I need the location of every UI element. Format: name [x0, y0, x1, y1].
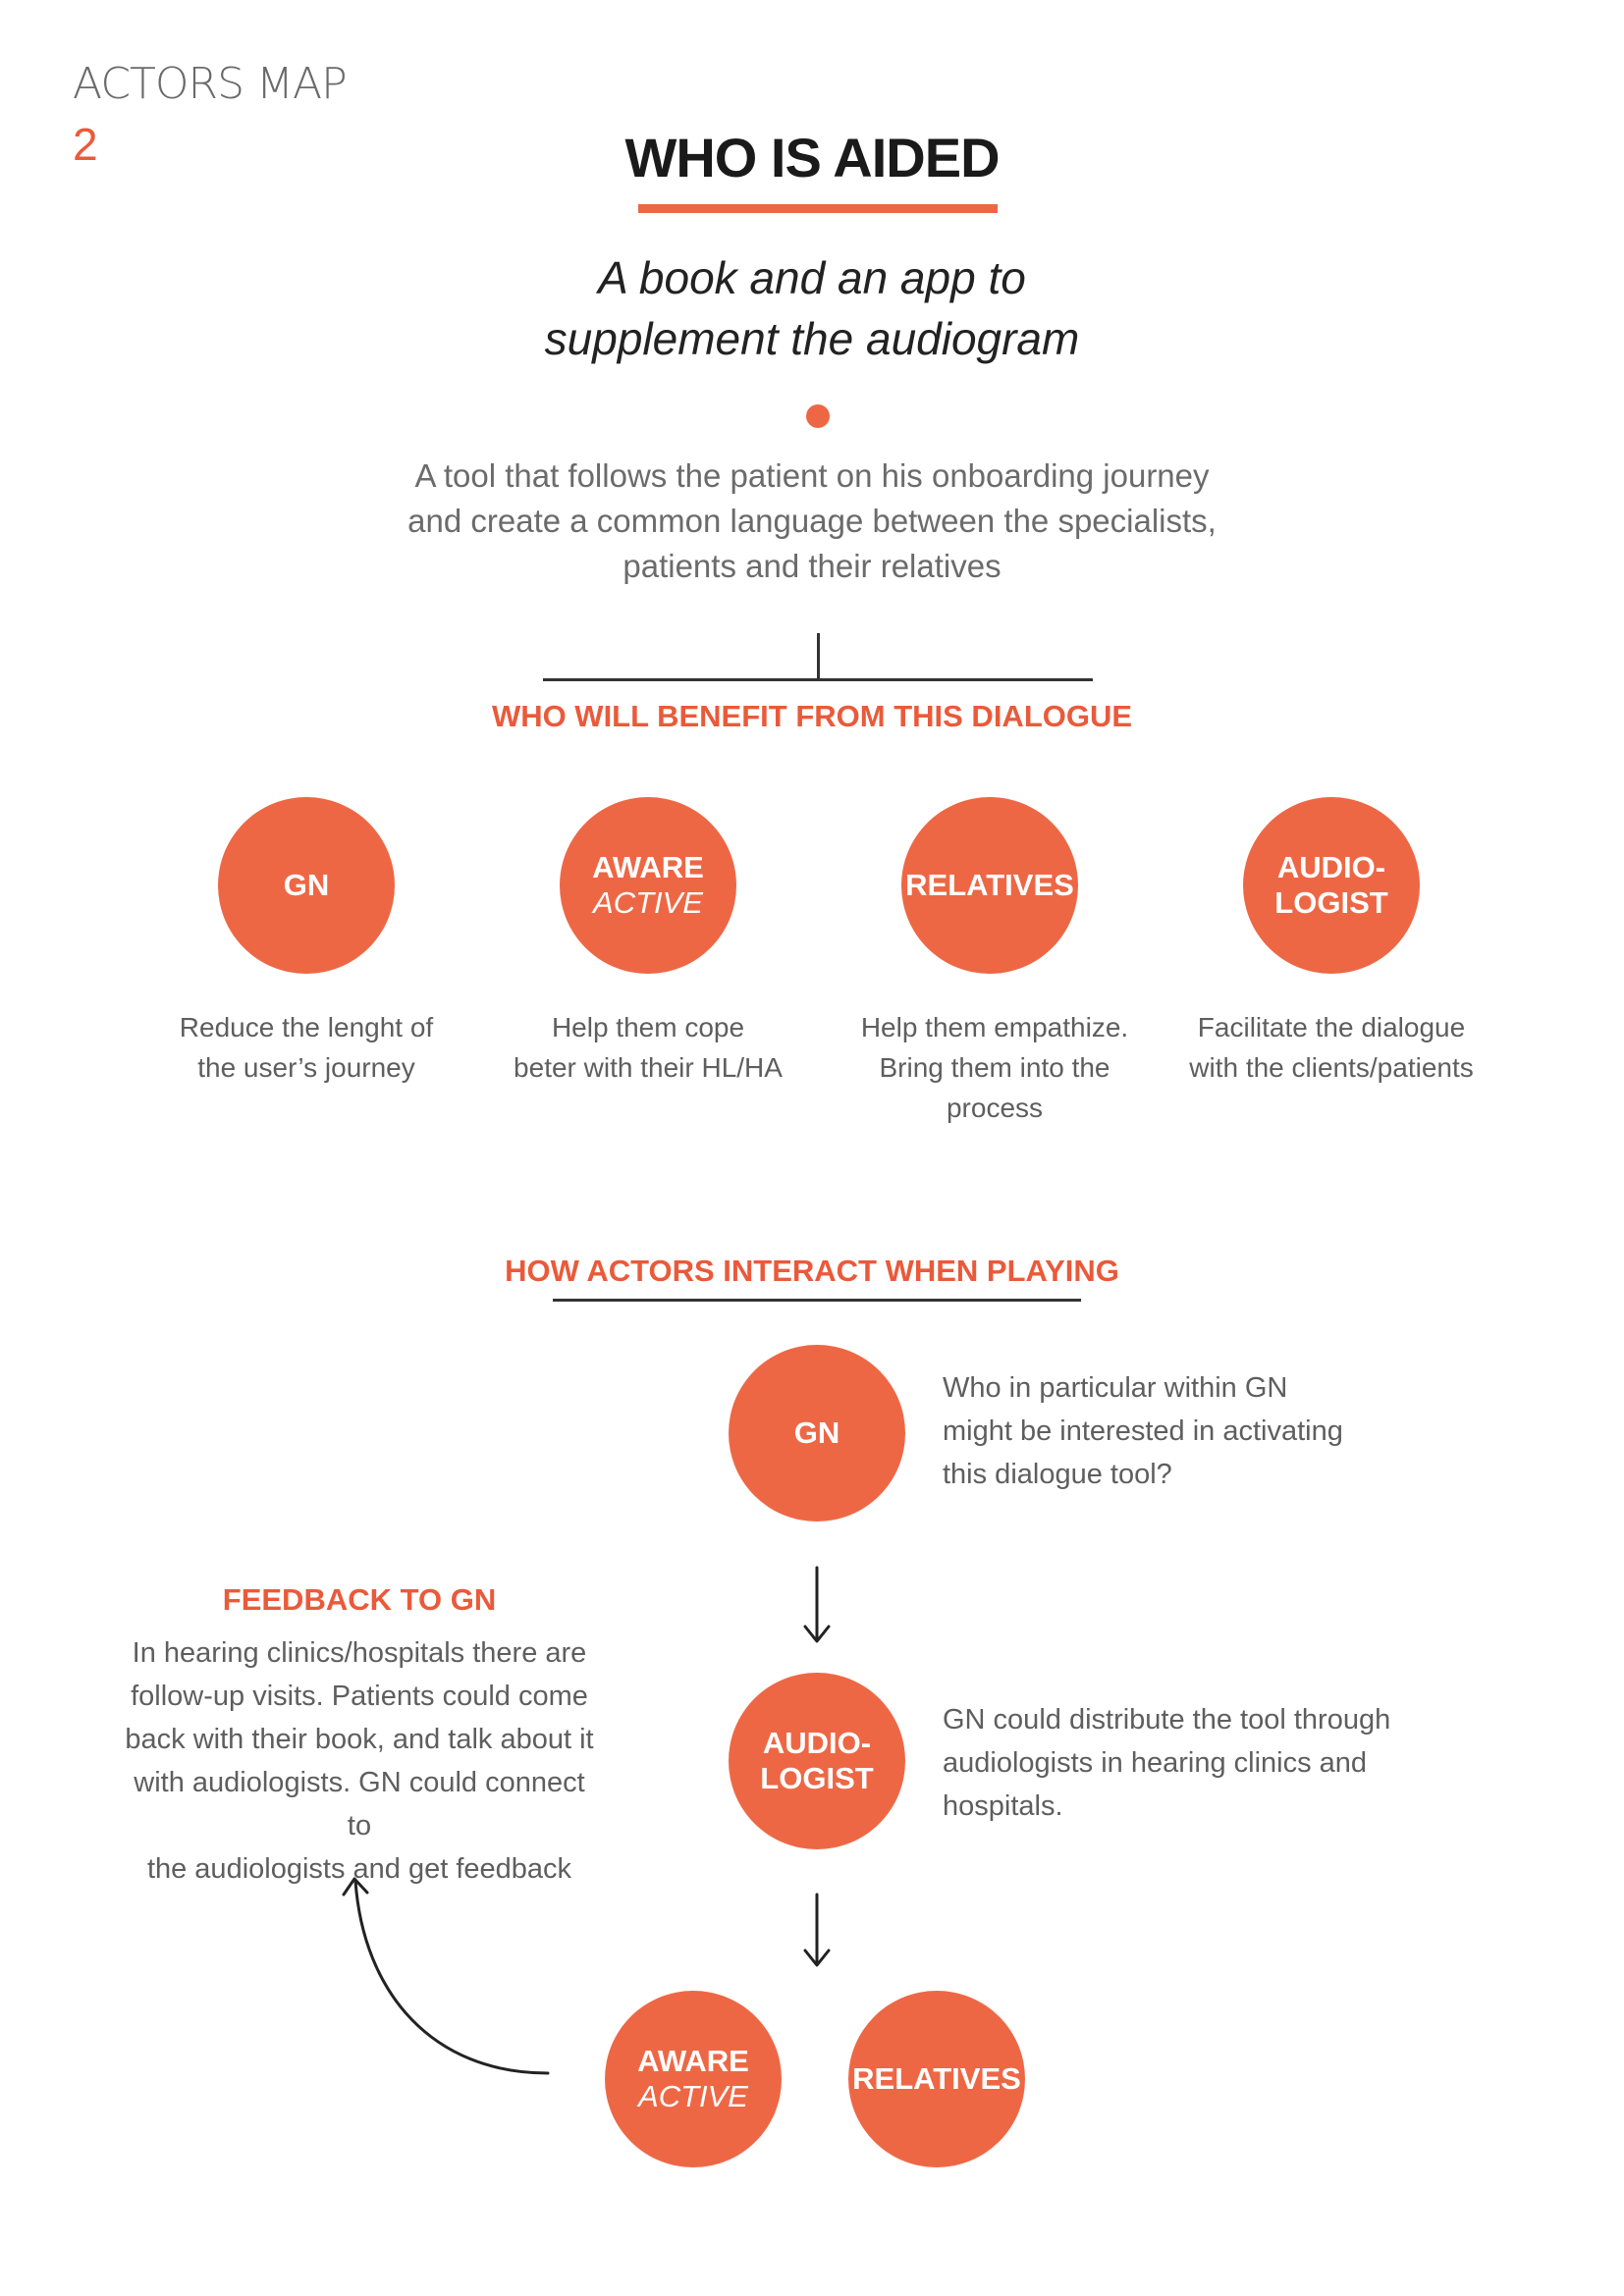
page-number: 2: [73, 119, 98, 170]
actor-circle-aware-active: AWARE ACTIVE: [560, 797, 736, 974]
description-line: beter with their HL/HA: [514, 1052, 783, 1083]
note-line: audiologists in hearing clinics and: [943, 1747, 1368, 1779]
connector-vertical: [817, 633, 820, 680]
actor-label: LOGIST: [760, 1761, 874, 1795]
feedback-body: In hearing clinics/hospitals there are f…: [124, 1631, 595, 1891]
subtitle-line: A book and an app to: [598, 252, 1026, 303]
description-line: Help them cope: [551, 1012, 745, 1042]
feedback-line: the audiologists and get feedback: [146, 1853, 572, 1885]
feedback-heading: FEEDBACK TO GN: [222, 1582, 497, 1617]
actor-label: AWARE: [592, 850, 704, 884]
note-line: Who in particular within GN: [943, 1372, 1288, 1404]
actor-description-gn: Reduce the lenght of the user’s journey: [139, 1007, 473, 1088]
gn-note: Who in particular within GN might be int…: [943, 1366, 1394, 1496]
actor-label: AUDIO-: [762, 1726, 872, 1760]
flow-circle-relatives: RELATIVES: [848, 1991, 1025, 2167]
arrow-down-icon: [803, 1893, 831, 1967]
subtitle: A book and an app to supplement the audi…: [0, 247, 1624, 369]
actor-circle-relatives: RELATIVES: [901, 797, 1078, 974]
feedback-line: with audiologists. GN could connect to: [134, 1767, 585, 1842]
note-line: hospitals.: [943, 1790, 1063, 1822]
benefit-heading: WHO WILL BENEFIT FROM THIS DIALOGUE: [491, 699, 1133, 733]
title-underline: [638, 204, 998, 213]
interact-heading: HOW ACTORS INTERACT WHEN PLAYING: [505, 1254, 1119, 1288]
audiologist-note: GN could distribute the tool through aud…: [943, 1698, 1394, 1828]
connector-horizontal: [543, 678, 1093, 681]
actor-description-relatives: Help them empathize. Bring them into the…: [828, 1007, 1162, 1128]
section-label: ACTORS MAP: [73, 59, 348, 109]
note-line: GN could distribute the tool through: [943, 1704, 1391, 1735]
actor-sublabel: ACTIVE: [638, 2079, 748, 2113]
actor-circle-audiologist: AUDIO- LOGIST: [1243, 797, 1420, 974]
actor-label: AUDIO-: [1276, 850, 1386, 884]
description-line: with the clients/patients: [1189, 1052, 1474, 1083]
actor-description-audiologist: Facilitate the dialogue with the clients…: [1164, 1007, 1498, 1088]
note-line: this dialogue tool?: [943, 1459, 1172, 1490]
feedback-line: follow-up visits. Patients could come: [131, 1681, 588, 1712]
feedback-line: back with their book, and talk about it: [125, 1724, 594, 1755]
actor-sublabel: ACTIVE: [593, 885, 703, 920]
intro-text: A tool that follows the patient on his o…: [321, 454, 1303, 589]
curved-arrow-icon: [342, 1877, 550, 2075]
actor-label: RELATIVES: [852, 2061, 1021, 2096]
description-line: Help them empathize.: [860, 1012, 1129, 1042]
actor-label: RELATIVES: [905, 868, 1074, 902]
interact-underline: [553, 1299, 1081, 1302]
decorative-dot: [806, 404, 830, 428]
intro-line: patients and their relatives: [623, 548, 1001, 584]
feedback-line: In hearing clinics/hospitals there are: [132, 1637, 587, 1669]
flow-circle-gn: GN: [729, 1345, 905, 1522]
subtitle-line: supplement the audiogram: [544, 313, 1080, 364]
flow-circle-audiologist: AUDIO- LOGIST: [729, 1673, 905, 1849]
intro-line: A tool that follows the patient on his o…: [414, 457, 1210, 494]
arrow-down-icon: [803, 1566, 831, 1643]
intro-line: and create a common language between the…: [407, 503, 1217, 539]
actor-description-aware: Help them cope beter with their HL/HA: [481, 1007, 815, 1088]
flow-circle-aware-active: AWARE ACTIVE: [605, 1991, 782, 2167]
actor-circle-gn: GN: [218, 797, 395, 974]
actor-label: LOGIST: [1274, 885, 1388, 920]
description-line: Reduce the lenght of: [179, 1012, 434, 1042]
description-line: the user’s journey: [197, 1052, 415, 1083]
note-line: might be interested in activating: [943, 1415, 1343, 1447]
actor-label: GN: [283, 868, 330, 902]
page-title: WHO IS AIDED: [624, 127, 1000, 188]
description-line: Bring them into the process: [879, 1052, 1110, 1123]
description-line: Facilitate the dialogue: [1197, 1012, 1466, 1042]
actor-label: AWARE: [637, 2044, 749, 2078]
actor-label: GN: [793, 1415, 840, 1450]
